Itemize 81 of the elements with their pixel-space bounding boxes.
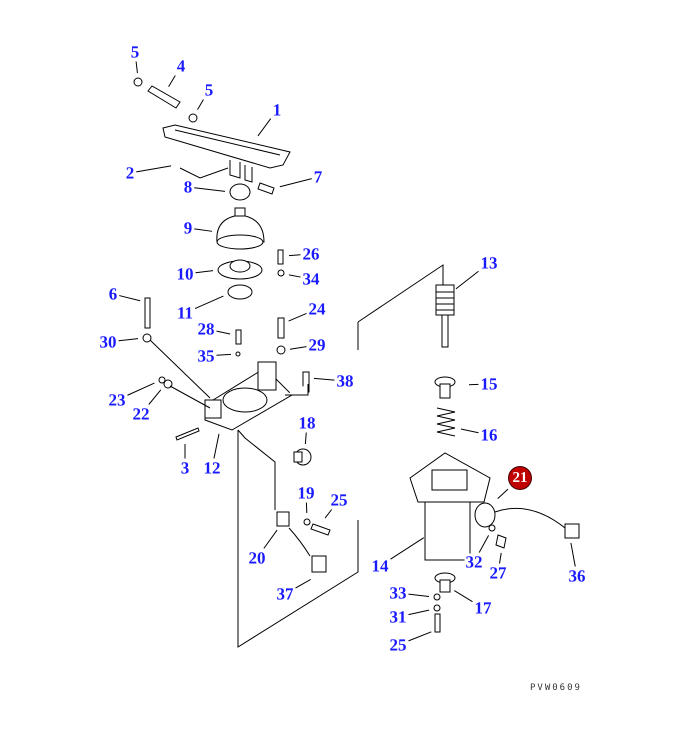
callout-number: 22 xyxy=(132,406,150,422)
callout-number: 8 xyxy=(182,178,194,196)
callout-number: 18 xyxy=(298,414,316,432)
callout-number: 11 xyxy=(176,304,194,322)
leader-line xyxy=(408,610,430,616)
leader-line xyxy=(194,296,224,310)
leader-line xyxy=(184,444,186,459)
callout-number: 15 xyxy=(480,376,498,392)
leader-line xyxy=(460,428,479,434)
callout-number: 14 xyxy=(370,558,390,574)
callout-number: 1 xyxy=(272,102,282,118)
callout-number: 35 xyxy=(196,348,216,364)
callout-number: 23 xyxy=(108,392,126,408)
callout-number: 25 xyxy=(388,636,408,654)
leader-line xyxy=(216,354,232,356)
leader-line xyxy=(390,537,424,560)
callout-number: 6 xyxy=(108,286,118,302)
callout-number: 38 xyxy=(336,372,354,390)
callout-number: 3 xyxy=(180,460,190,476)
callout-number: 34 xyxy=(302,270,320,288)
callout-number: 4 xyxy=(176,58,186,74)
leader-line xyxy=(306,502,308,514)
leader-line xyxy=(289,346,307,350)
callout-number: 37 xyxy=(276,586,294,602)
callout-number: 33 xyxy=(388,584,408,602)
callout-number: 36 xyxy=(568,568,586,584)
callout-number: 17 xyxy=(474,600,492,616)
callout-number: 31 xyxy=(388,608,408,626)
callout-number: 20 xyxy=(248,550,266,566)
leader-line xyxy=(497,488,508,500)
leader-line xyxy=(295,578,312,589)
callout-number: 19 xyxy=(296,484,316,502)
leader-line xyxy=(136,61,138,74)
leader-line xyxy=(288,274,301,278)
leader-line xyxy=(195,270,214,274)
leader-line xyxy=(148,389,162,405)
leader-line xyxy=(216,330,231,334)
leader-line xyxy=(288,254,301,256)
leader-line xyxy=(136,165,172,172)
callout-number: 28 xyxy=(196,320,216,338)
leader-line xyxy=(194,187,226,192)
leader-line xyxy=(499,552,502,564)
leader-line xyxy=(304,432,307,445)
leader-line xyxy=(279,178,312,188)
callout-number: 30 xyxy=(98,334,118,350)
callout-number: 24 xyxy=(308,300,326,318)
leader-line xyxy=(257,118,272,136)
leader-line xyxy=(263,530,278,549)
callout-number: 2 xyxy=(124,164,136,182)
highlighted-callout-number: 21 xyxy=(509,467,531,489)
leader-line xyxy=(468,384,479,386)
leader-line xyxy=(313,378,335,381)
leader-line xyxy=(408,594,430,597)
leader-line xyxy=(197,99,204,110)
leader-line xyxy=(127,382,155,396)
leader-line xyxy=(454,590,473,602)
leader-line xyxy=(408,631,432,642)
leader-line xyxy=(213,433,220,459)
callout-number: 27 xyxy=(488,564,508,582)
callout-number: 29 xyxy=(308,336,326,354)
callout-number: 7 xyxy=(312,168,324,186)
drawing-code: PVW0609 xyxy=(530,683,582,693)
leader-line xyxy=(324,509,332,519)
callout-number: 10 xyxy=(176,266,194,282)
leader-line xyxy=(168,75,176,88)
callout-number: 12 xyxy=(202,460,222,476)
callout-number: 5 xyxy=(130,44,140,60)
leader-line xyxy=(118,338,139,342)
leader-line xyxy=(288,312,307,322)
callout-number: 9 xyxy=(182,220,194,236)
callout-number: 13 xyxy=(480,254,498,272)
callout-number: 16 xyxy=(480,426,498,444)
leader-line xyxy=(455,270,479,290)
leader-line xyxy=(194,228,213,232)
leader-line xyxy=(570,542,576,567)
callout-number: 32 xyxy=(464,554,484,570)
leader-line xyxy=(118,295,141,302)
leader-line xyxy=(478,534,490,553)
callout-number: 26 xyxy=(302,246,320,262)
callout-number: 5 xyxy=(204,82,214,98)
callout-number: 25 xyxy=(330,492,348,508)
